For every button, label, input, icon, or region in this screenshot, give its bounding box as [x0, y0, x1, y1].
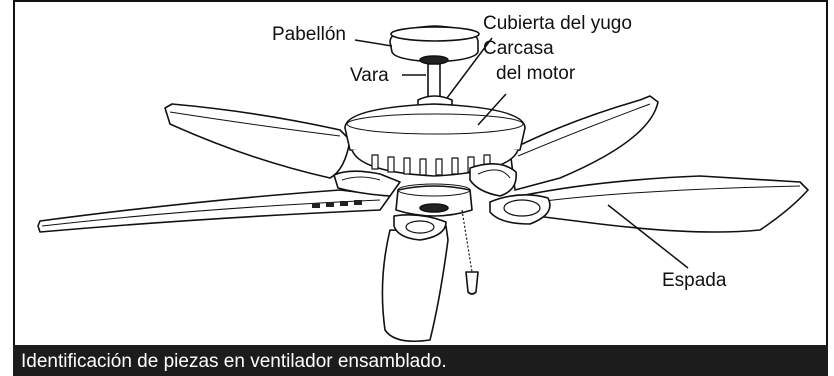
blade-top-right [509, 95, 659, 191]
label-motor-housing-line2: del motor [496, 63, 576, 84]
blade-left [37, 189, 391, 233]
switch-housing [395, 185, 473, 217]
label-downrod: Vara [350, 65, 389, 86]
ceiling-fan-illustration [37, 25, 809, 343]
label-blade: Espada [662, 270, 727, 291]
label-yoke-cover: Cubierta del yugo [483, 13, 632, 34]
blade-top-left [164, 103, 351, 179]
pull-chain-fob [465, 271, 479, 295]
motor-housing [344, 103, 526, 156]
figure-caption: Identificación de piezas en ventilador e… [21, 351, 447, 372]
blade-right [519, 175, 809, 233]
caption-bar: Identificación de piezas en ventilador e… [13, 345, 828, 376]
label-motor-housing-line1: Carcasa [483, 38, 554, 59]
blade-bottom [381, 225, 449, 343]
label-canopy: Pabellón [272, 24, 346, 45]
